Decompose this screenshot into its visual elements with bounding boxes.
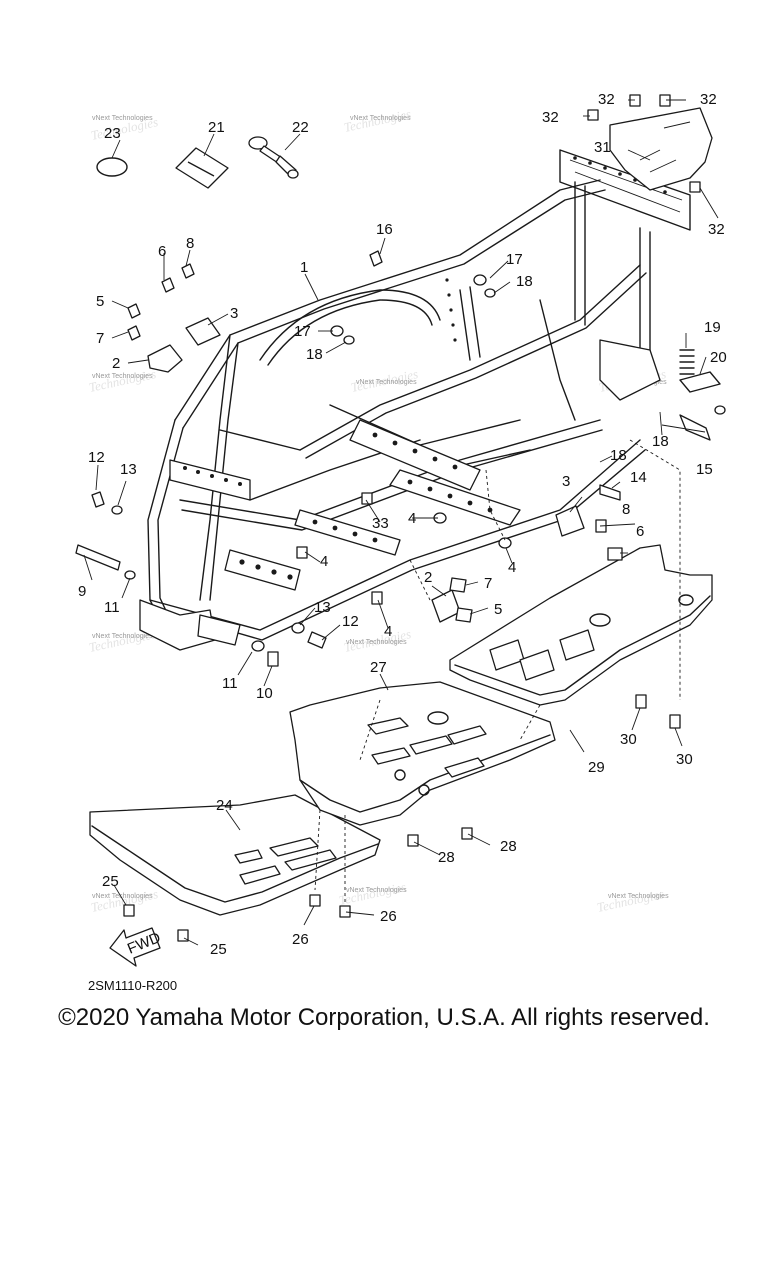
callout-25: 25	[102, 873, 119, 890]
main-frame-part	[139, 149, 691, 651]
front-skid-plate-part	[89, 794, 381, 916]
watermark-text: vNext Technologies	[356, 379, 417, 386]
mount-part	[185, 317, 221, 346]
callout-15: 15	[696, 461, 713, 478]
rear-skid-plate-part	[449, 544, 713, 706]
tool-part	[248, 136, 299, 179]
callout-13: 13	[120, 461, 137, 478]
callout-18: 18	[516, 273, 533, 290]
callout-30: 30	[620, 731, 637, 748]
watermark-text: vNext Technologies	[350, 115, 411, 122]
callout-14: 14	[630, 469, 647, 486]
callout-4: 4	[408, 510, 416, 527]
callout-6: 6	[636, 523, 644, 540]
svg-text:Technologies: Technologies	[596, 886, 666, 915]
callout-17: 17	[294, 323, 311, 340]
mount-part	[147, 344, 183, 373]
callout-4: 4	[320, 553, 328, 570]
rod-part	[679, 371, 721, 393]
watermark-text: vNext Technologies	[346, 887, 407, 894]
callout-21: 21	[208, 119, 225, 136]
callout-22: 22	[292, 119, 309, 136]
watermark-text: vNext Technologies	[346, 639, 407, 646]
callout-29: 29	[588, 759, 605, 776]
mount-part	[431, 589, 461, 623]
callout-26: 26	[292, 931, 309, 948]
callout-27: 27	[370, 659, 387, 676]
callout-16: 16	[376, 221, 393, 238]
callout-7: 7	[484, 575, 492, 592]
callout-32: 32	[700, 91, 717, 108]
callout-32: 32	[598, 91, 615, 108]
watermark-text: vNext Technologies	[608, 893, 669, 900]
callout-2: 2	[424, 569, 432, 586]
cover-part	[609, 107, 713, 191]
callout-3: 3	[230, 305, 238, 322]
callout-8: 8	[622, 501, 630, 518]
callout-6: 6	[158, 243, 166, 260]
callout-18: 18	[306, 346, 323, 363]
callout-25: 25	[210, 941, 227, 958]
callout-12: 12	[88, 449, 105, 466]
callout-20: 20	[710, 349, 727, 366]
callout-13: 13	[314, 599, 331, 616]
mount-part	[555, 505, 585, 537]
callout-1: 1	[300, 259, 308, 276]
watermark-text: vNext Technologies	[92, 115, 153, 122]
callout-5: 5	[96, 293, 104, 310]
callout-5: 5	[494, 601, 502, 618]
callout-30: 30	[676, 751, 693, 768]
callout-11: 11	[222, 675, 238, 692]
forward-direction-arrow: FWD	[109, 927, 163, 967]
watermark-text: vNext Technologies	[92, 633, 153, 640]
callout-19: 19	[704, 319, 721, 336]
callout-32: 32	[542, 109, 559, 126]
callout-2: 2	[112, 355, 120, 372]
pouch-part	[175, 147, 229, 189]
callout-10: 10	[256, 685, 273, 702]
callout-26: 26	[380, 908, 397, 925]
callout-4: 4	[384, 623, 392, 640]
callout-4: 4	[508, 559, 516, 576]
callout-24: 24	[216, 797, 233, 814]
callout-7: 7	[96, 330, 104, 347]
watermark-text: vNext Technologies	[92, 373, 153, 380]
callout-17: 17	[506, 251, 523, 268]
watermark-text: vNext Technologies	[92, 893, 153, 900]
o-ring-part	[96, 157, 128, 177]
callout-18: 18	[610, 447, 627, 464]
spring-part	[679, 349, 695, 375]
callout-3: 3	[562, 473, 570, 490]
frame-parts-diagram: Technologies vNext Technologies Technolo…	[75, 91, 727, 967]
callout-12: 12	[342, 613, 359, 630]
fasteners	[75, 94, 726, 942]
leader-lines	[83, 99, 719, 946]
svg-text:Technologies: Technologies	[88, 366, 158, 395]
copyright-notice: ©2020 Yamaha Motor Corporation, U.S.A. A…	[58, 1004, 710, 1031]
callout-33: 33	[372, 515, 389, 532]
callout-numbers: 23 21 22 1 16 17 18 17 18 6 8 5 7 2 3 32…	[78, 91, 727, 958]
callout-9: 9	[78, 583, 86, 600]
callout-28: 28	[438, 849, 455, 866]
callout-11: 11	[104, 599, 120, 616]
callout-32: 32	[708, 221, 725, 238]
callout-8: 8	[186, 235, 194, 252]
middle-skid-plate-part	[289, 681, 556, 826]
drawing-reference-number: 2SM1110-R200	[88, 978, 178, 993]
callout-31: 31	[594, 139, 611, 156]
callout-28: 28	[500, 838, 517, 855]
callout-23: 23	[104, 125, 121, 142]
callout-18: 18	[652, 433, 669, 450]
